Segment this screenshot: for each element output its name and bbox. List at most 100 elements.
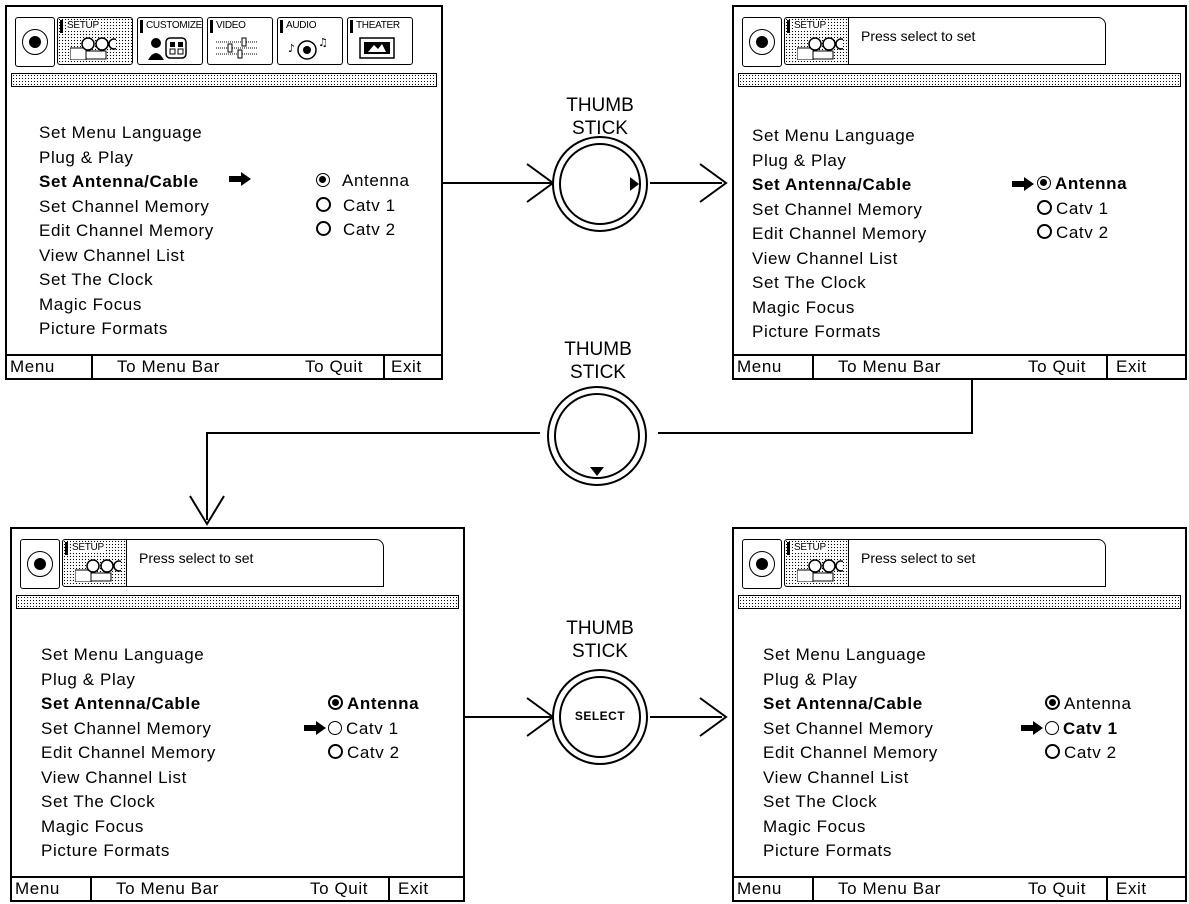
select-label: SELECT xyxy=(574,709,626,723)
menu-item-magic-focus[interactable]: Magic Focus xyxy=(752,297,855,317)
tab-setup[interactable]: SETUP xyxy=(57,17,133,65)
radio-button-icon xyxy=(316,196,331,212)
menu-item-picture-formats[interactable]: Picture Formats xyxy=(763,841,892,860)
radio-button-icon xyxy=(1045,695,1060,710)
tab-setup[interactable]: SETUP xyxy=(784,539,854,587)
menu-item-set-antenna-cable[interactable]: Set Antenna/Cable xyxy=(41,694,201,713)
tv-screen-setup-menu-4: SETUP Press select to set Set Menu Langu… xyxy=(732,527,1187,902)
menu-item-view-channel-list[interactable]: View Channel List xyxy=(752,248,898,268)
menu-bar-highlight-strip xyxy=(11,73,437,87)
thumb-stick-label-line1: THUMB xyxy=(564,339,632,360)
option-catv-2[interactable]: Catv 2 xyxy=(328,741,419,766)
menu-item-view-channel-list[interactable]: View Channel List xyxy=(39,245,185,265)
radio-button-icon xyxy=(1037,199,1052,215)
bottom-exit-label: Exit xyxy=(391,357,422,376)
menu-item-set-antenna-cable[interactable]: Set Antenna/Cable xyxy=(39,172,199,191)
thumb-stick-down-icon[interactable] xyxy=(545,384,649,488)
menu-item-edit-channel-memory[interactable]: Edit Channel Memory xyxy=(752,224,927,243)
menu-item-picture-formats[interactable]: Picture Formats xyxy=(39,319,168,338)
menu-item-view-channel-list[interactable]: View Channel List xyxy=(763,767,909,787)
menu-item-set-menu-language[interactable]: Set Menu Language xyxy=(763,645,927,664)
bottom-to-quit-label: To Quit xyxy=(1028,357,1087,376)
menu-item-set-the-clock[interactable]: Set The Clock xyxy=(752,273,867,292)
option-catv-1[interactable]: Catv 1 xyxy=(316,194,410,219)
antenna-cable-options: Antenna Catv 1 Catv 2 xyxy=(1037,172,1127,246)
option-catv-1[interactable]: Catv 1 xyxy=(328,717,419,742)
menu-item-set-menu-language[interactable]: Set Menu Language xyxy=(752,126,916,145)
bottom-exit-label: Exit xyxy=(1116,357,1147,376)
option-catv-1-label: Catv 1 xyxy=(1063,718,1118,738)
antenna-cable-options: Antenna Catv 1 Catv 2 xyxy=(1045,692,1132,766)
navigation-pad-icon[interactable] xyxy=(20,539,60,589)
option-catv-2-label: Catv 2 xyxy=(1064,743,1117,762)
tab-setup[interactable]: SETUP xyxy=(62,539,132,587)
navigation-pad-icon[interactable] xyxy=(742,17,782,67)
bottom-menu-label: Menu xyxy=(737,357,782,376)
thumb-stick-right-icon[interactable] xyxy=(550,134,650,234)
thumb-stick-select-button[interactable]: SELECT xyxy=(550,667,650,767)
setup-menu-list: Set Menu Language Plug & Play Set Antenn… xyxy=(39,121,214,342)
menu-item-view-channel-list[interactable]: View Channel List xyxy=(41,767,187,787)
menu-item-set-channel-memory[interactable]: Set Channel Memory xyxy=(39,196,210,216)
tv-screen-setup-menu-2: SETUP Press select to set Set Menu Langu… xyxy=(732,5,1187,380)
right-arrow-pointer-icon xyxy=(304,721,326,735)
option-catv-2[interactable]: Catv 2 xyxy=(316,218,410,243)
option-antenna[interactable]: Antenna xyxy=(1037,172,1127,197)
menu-item-magic-focus[interactable]: Magic Focus xyxy=(763,816,866,836)
navigation-pad-icon[interactable] xyxy=(742,539,782,589)
prompt-text: Press select to set xyxy=(139,550,254,566)
bottom-to-menu-bar-label: To Menu Bar xyxy=(117,357,220,376)
option-antenna[interactable]: Antenna xyxy=(1045,692,1132,717)
menu-item-magic-focus[interactable]: Magic Focus xyxy=(41,816,144,836)
option-antenna-label: Antenna xyxy=(1055,174,1128,193)
menu-item-set-channel-memory[interactable]: Set Channel Memory xyxy=(763,718,934,738)
setup-menu-list: Set Menu Language Plug & Play Set Antenn… xyxy=(41,643,216,864)
thumb-stick-label-3: THUMB STICK xyxy=(545,617,655,663)
bottom-help-bar: Menu To Menu Bar To Quit Exit xyxy=(12,876,463,900)
navigation-pad-icon[interactable] xyxy=(15,17,55,67)
tv-screen-setup-menu-1: SETUP CUSTOMIZE VIDEO xyxy=(5,5,443,380)
tab-setup[interactable]: SETUP xyxy=(784,17,854,65)
menu-item-set-antenna-cable[interactable]: Set Antenna/Cable xyxy=(752,175,912,194)
option-catv-2[interactable]: Catv 2 xyxy=(1037,221,1127,246)
menu-item-plug-and-play[interactable]: Plug & Play xyxy=(763,669,858,689)
menu-item-edit-channel-memory[interactable]: Edit Channel Memory xyxy=(39,221,214,240)
menu-item-set-channel-memory[interactable]: Set Channel Memory xyxy=(752,199,923,219)
menu-item-set-menu-language[interactable]: Set Menu Language xyxy=(41,645,205,664)
menu-item-set-the-clock[interactable]: Set The Clock xyxy=(763,792,878,811)
svg-text:♪: ♪ xyxy=(288,42,295,55)
tab-video[interactable]: VIDEO xyxy=(207,17,273,65)
option-catv-1-label: Catv 1 xyxy=(1056,198,1109,218)
menu-item-picture-formats[interactable]: Picture Formats xyxy=(752,322,881,341)
setup-film-reel-icon xyxy=(797,37,843,60)
menu-item-plug-and-play[interactable]: Plug & Play xyxy=(752,150,847,170)
menu-item-set-the-clock[interactable]: Set The Clock xyxy=(39,270,154,289)
menu-item-plug-and-play[interactable]: Plug & Play xyxy=(41,669,136,689)
thumb-stick-label-line1: THUMB xyxy=(566,95,634,116)
tab-theater[interactable]: THEATER xyxy=(347,17,413,65)
menu-item-set-the-clock[interactable]: Set The Clock xyxy=(41,792,156,811)
option-catv-1[interactable]: Catv 1 xyxy=(1045,717,1132,742)
tab-audio[interactable]: AUDIO ♪ ♫ xyxy=(277,17,343,65)
tab-setup-label: SETUP xyxy=(793,542,827,553)
option-antenna[interactable]: Antenna xyxy=(316,169,410,194)
option-catv-2[interactable]: Catv 2 xyxy=(1045,741,1132,766)
menu-item-set-antenna-cable[interactable]: Set Antenna/Cable xyxy=(763,694,923,713)
option-antenna[interactable]: Antenna xyxy=(328,692,419,717)
menu-item-set-channel-memory[interactable]: Set Channel Memory xyxy=(41,718,212,738)
menu-item-edit-channel-memory[interactable]: Edit Channel Memory xyxy=(763,743,938,762)
bottom-exit-label: Exit xyxy=(1116,879,1147,898)
bottom-to-quit-label: To Quit xyxy=(1028,879,1087,898)
radio-button-icon xyxy=(316,173,330,187)
menu-item-plug-and-play[interactable]: Plug & Play xyxy=(39,147,134,167)
menu-item-picture-formats[interactable]: Picture Formats xyxy=(41,841,170,860)
thumb-stick-label-line1: THUMB xyxy=(566,618,634,639)
prompt-box: Press select to set xyxy=(848,17,1106,65)
menu-item-set-menu-language[interactable]: Set Menu Language xyxy=(39,123,203,142)
tab-customize[interactable]: CUSTOMIZE xyxy=(137,17,203,65)
option-antenna-label: Antenna xyxy=(342,171,410,190)
option-antenna-label: Antenna xyxy=(1064,694,1132,713)
menu-item-magic-focus[interactable]: Magic Focus xyxy=(39,294,142,314)
menu-item-edit-channel-memory[interactable]: Edit Channel Memory xyxy=(41,743,216,762)
option-catv-1[interactable]: Catv 1 xyxy=(1037,197,1127,222)
